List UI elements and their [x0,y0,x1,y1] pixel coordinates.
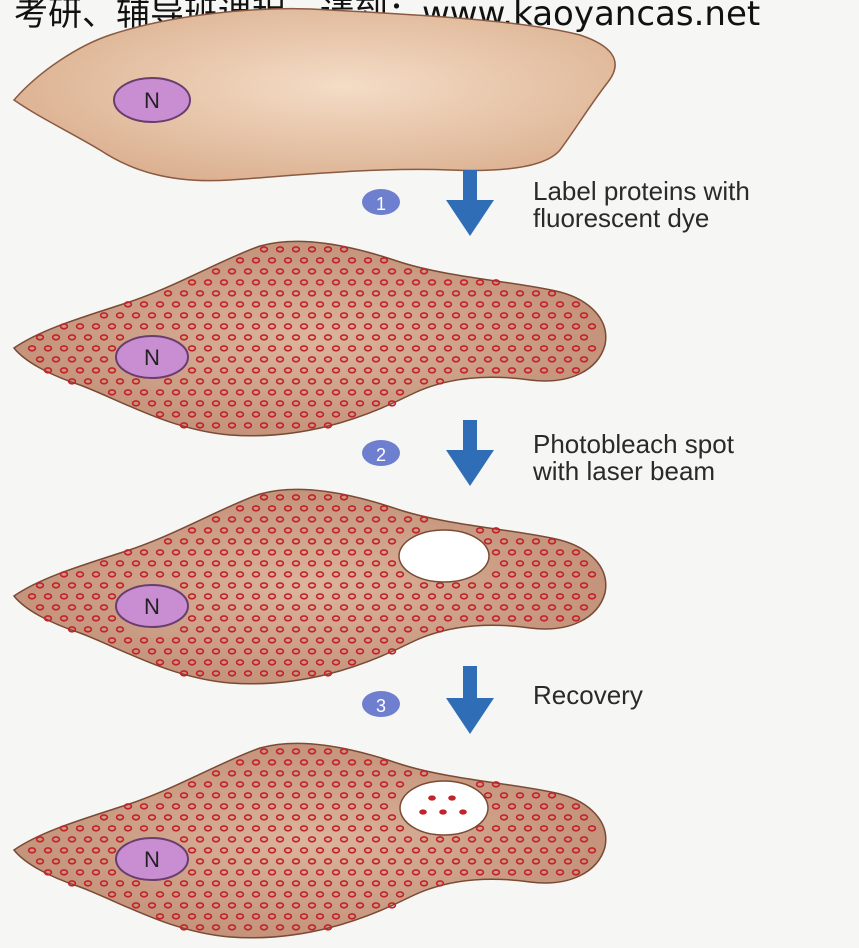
nucleus: N [114,78,190,122]
step-number: 2 [376,445,386,465]
recovered-dot [419,809,427,814]
step-1: 1 [362,170,494,236]
step-3: 3 [362,666,494,734]
recovered-dot [459,809,467,814]
step-2: 2 [362,420,494,486]
arrow-down-icon [446,170,494,236]
arrow-down-icon [446,420,494,486]
nucleus: N [116,585,188,627]
arrow-down-icon [446,666,494,734]
step-2-line-1: Photobleach spot [533,431,734,458]
nucleus: N [116,336,188,378]
step-number: 1 [376,194,386,214]
cell-labeled: N [14,241,606,435]
cell-body [14,9,615,181]
step-2-label: Photobleach spot with laser beam [533,431,734,485]
recovering-spot [400,781,488,835]
step-2-line-2: with laser beam [533,458,734,485]
step-1-line-1: Label proteins with [533,178,750,205]
step-3-label: Recovery [533,682,643,709]
cell-bleached: N [14,489,606,683]
recovered-dot [428,795,436,800]
nucleus-label: N [144,345,160,370]
step-1-label: Label proteins with fluorescent dye [533,178,750,232]
nucleus-label: N [144,594,160,619]
cell-unlabeled: N [14,9,615,181]
nucleus: N [116,838,188,880]
recovered-dot [439,809,447,814]
step-1-line-2: fluorescent dye [533,205,750,232]
step-3-line-1: Recovery [533,682,643,709]
recovered-dot [448,795,456,800]
bleached-spot [399,530,489,582]
nucleus-label: N [144,847,160,872]
nucleus-label: N [144,88,160,113]
step-number: 3 [376,696,386,716]
cell-recovered: N [14,743,606,937]
